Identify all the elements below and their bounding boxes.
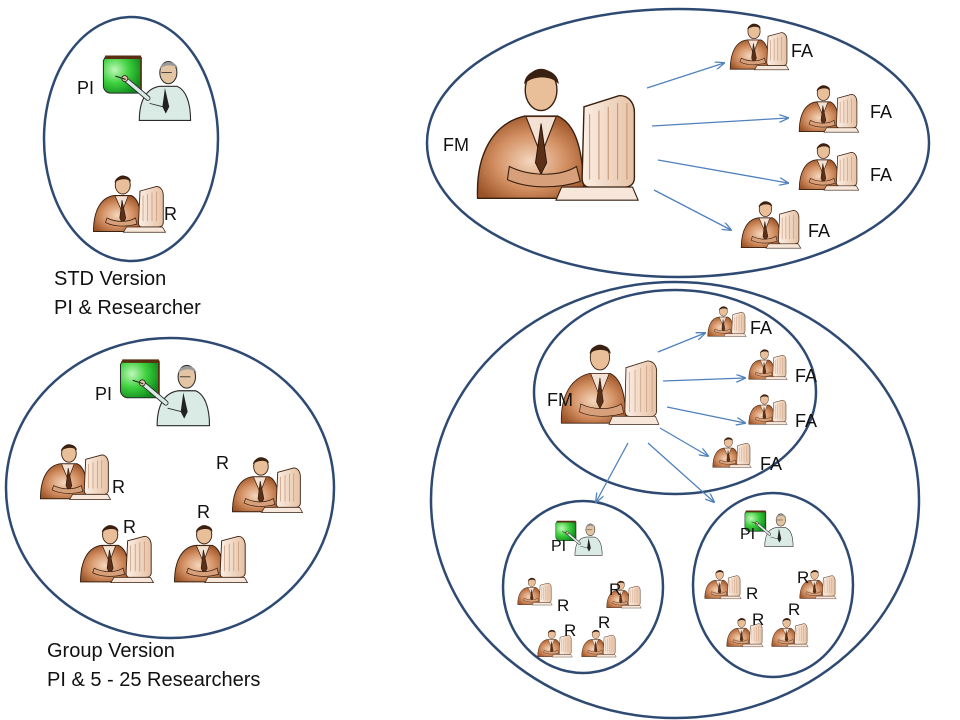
group-researcher-label-4: R [197, 502, 210, 522]
faculty-manager-figure [476, 68, 639, 201]
right-group-r-label-2: R [797, 568, 810, 587]
group-pi-figure [120, 361, 209, 426]
group-version-caption: Group Version PI & 5 - 25 Researchers [47, 637, 260, 695]
fa-label-3: FA [870, 165, 893, 185]
arrow-to-fa-1 [646, 63, 724, 89]
fa-label-2: FA [870, 102, 893, 122]
combined-fa-label-1: FA [750, 318, 773, 338]
combined-fa-label-3: FA [795, 411, 818, 431]
right-group-researcher-4 [771, 617, 809, 648]
combined-faculty-inner-ellipse [532, 288, 818, 496]
faculty-version-ellipse [425, 7, 931, 279]
arrow-to-fa-2 [651, 118, 788, 127]
fa-label-4: FA [808, 221, 831, 241]
group-researcher-figure-3 [79, 524, 155, 584]
std-researcher-label: R [164, 204, 177, 224]
right-group-pi-label: PI [740, 526, 756, 543]
std-version-subtitle: PI & Researcher [54, 297, 201, 319]
std-pi-label: PI [77, 78, 95, 98]
std-version-caption: STD Version PI & Researcher [54, 265, 201, 323]
left-group-r-label-2: R [609, 580, 622, 599]
fa-figure-2 [798, 85, 860, 133]
group-version-subtitle: PI & 5 - 25 Researchers [47, 669, 261, 691]
std-version-ellipse [42, 15, 220, 263]
faculty-manager-label: FM [443, 135, 469, 155]
arrow-to-inner-fa-4 [659, 427, 708, 456]
left-group-researcher-4 [581, 629, 617, 658]
combined-fa-figure-4 [712, 437, 752, 468]
arrow-to-fa-3 [657, 159, 788, 183]
group-researcher-figure-4 [173, 524, 249, 584]
combined-manager-figure [560, 344, 660, 425]
group-pi-label: PI [95, 384, 113, 404]
combined-fa-figure-1 [707, 306, 747, 337]
group-researcher-figure-2 [231, 457, 304, 514]
group-version-ellipse [4, 336, 336, 640]
group-researcher-label-1: R [112, 477, 125, 497]
combined-fa-figure-2 [748, 349, 788, 380]
combined-fa-label-2: FA [795, 366, 818, 386]
combined-arrows [596, 333, 745, 502]
group-researcher-figure-1 [39, 444, 112, 501]
std-researcher-figure [92, 175, 167, 233]
std-pi-figure [103, 57, 190, 120]
fa-figure-3 [798, 143, 860, 191]
group-researcher-label-3: R [123, 517, 136, 537]
right-group-r-label-4: R [788, 600, 801, 619]
left-group-r-label-3: R [564, 621, 577, 640]
right-group-researcher-1 [704, 569, 742, 600]
left-group-pi-label: PI [551, 538, 567, 555]
left-group-researcher-1 [517, 577, 553, 606]
combined-manager-label: FM [547, 390, 573, 410]
combined-group-left-ellipse [501, 499, 665, 675]
arrow-to-right-group [647, 442, 714, 502]
right-group-r-label-1: R [746, 584, 759, 603]
combined-fa-label-4: FA [760, 454, 783, 474]
arrow-to-fa-4 [653, 189, 731, 230]
fa-label-1: FA [791, 41, 814, 61]
combined-group-right-ellipse [691, 491, 855, 679]
combined-version-outer-ellipse [429, 280, 921, 720]
group-version-title: Group Version [47, 640, 175, 662]
arrow-to-inner-fa-3 [666, 406, 745, 423]
arrow-to-inner-fa-2 [662, 378, 745, 381]
fa-figure-1 [729, 23, 790, 71]
left-group-r-label-4: R [598, 613, 611, 632]
combined-fa-figure-3 [748, 394, 788, 425]
right-group-r-label-3: R [752, 610, 765, 629]
arrow-to-left-group [596, 442, 629, 502]
fa-figure-4 [740, 201, 802, 249]
group-researcher-label-2: R [216, 453, 229, 473]
left-group-r-label-1: R [557, 596, 570, 615]
std-version-title: STD Version [54, 268, 167, 290]
arrow-to-inner-fa-1 [657, 333, 705, 353]
faculty-arrows [646, 63, 788, 230]
